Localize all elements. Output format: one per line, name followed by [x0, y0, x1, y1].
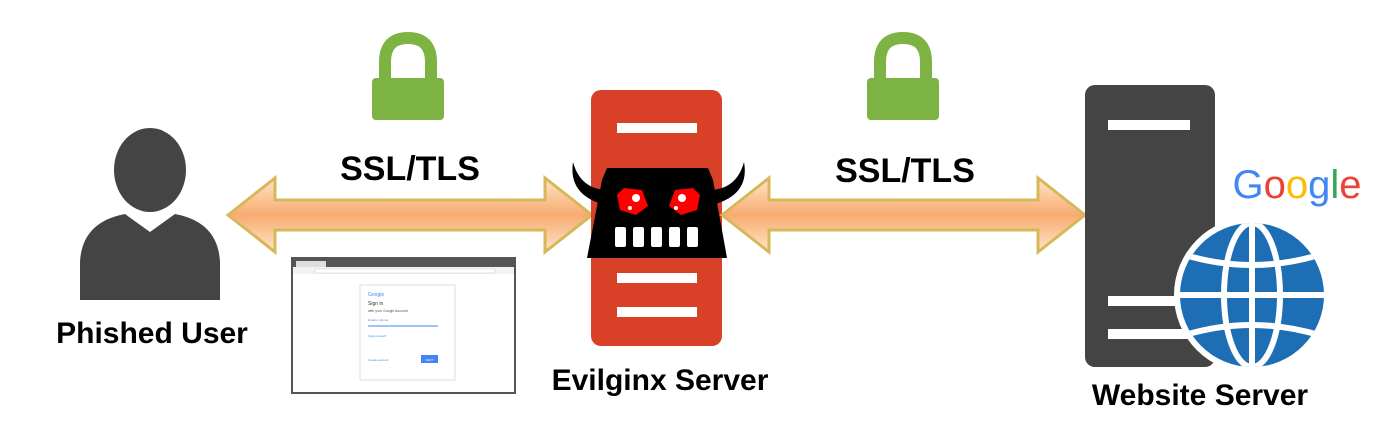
login-subtitle: with your Google Account: [368, 309, 408, 313]
evilginx-label: Evilginx Server: [552, 364, 769, 397]
ssl-tls-label-2: SSL/TLS: [835, 152, 975, 190]
phishing-login-screenshot: Google Sign in with your Google Account …: [291, 257, 516, 394]
lock-icon: [867, 31, 939, 120]
login-next: NEXT: [425, 358, 433, 362]
login-title: Sign in: [368, 301, 384, 307]
login-forgot: Forgot email?: [368, 334, 387, 338]
user-label: Phished User: [56, 317, 248, 350]
ssl-tls-label-1: SSL/TLS: [340, 150, 480, 188]
google-logo: Google: [1232, 163, 1361, 207]
login-create: Create account: [368, 358, 389, 362]
login-logo: Google: [368, 292, 384, 298]
website-label: Website Server: [1092, 379, 1309, 412]
globe-icon: [1174, 217, 1330, 373]
user-icon: [80, 128, 220, 300]
evil-face-icon: [572, 162, 745, 258]
lock-icon: [372, 31, 444, 120]
bidirectional-arrow-user-evilginx: [225, 174, 595, 256]
login-email-placeholder: Email or phone: [368, 318, 389, 322]
